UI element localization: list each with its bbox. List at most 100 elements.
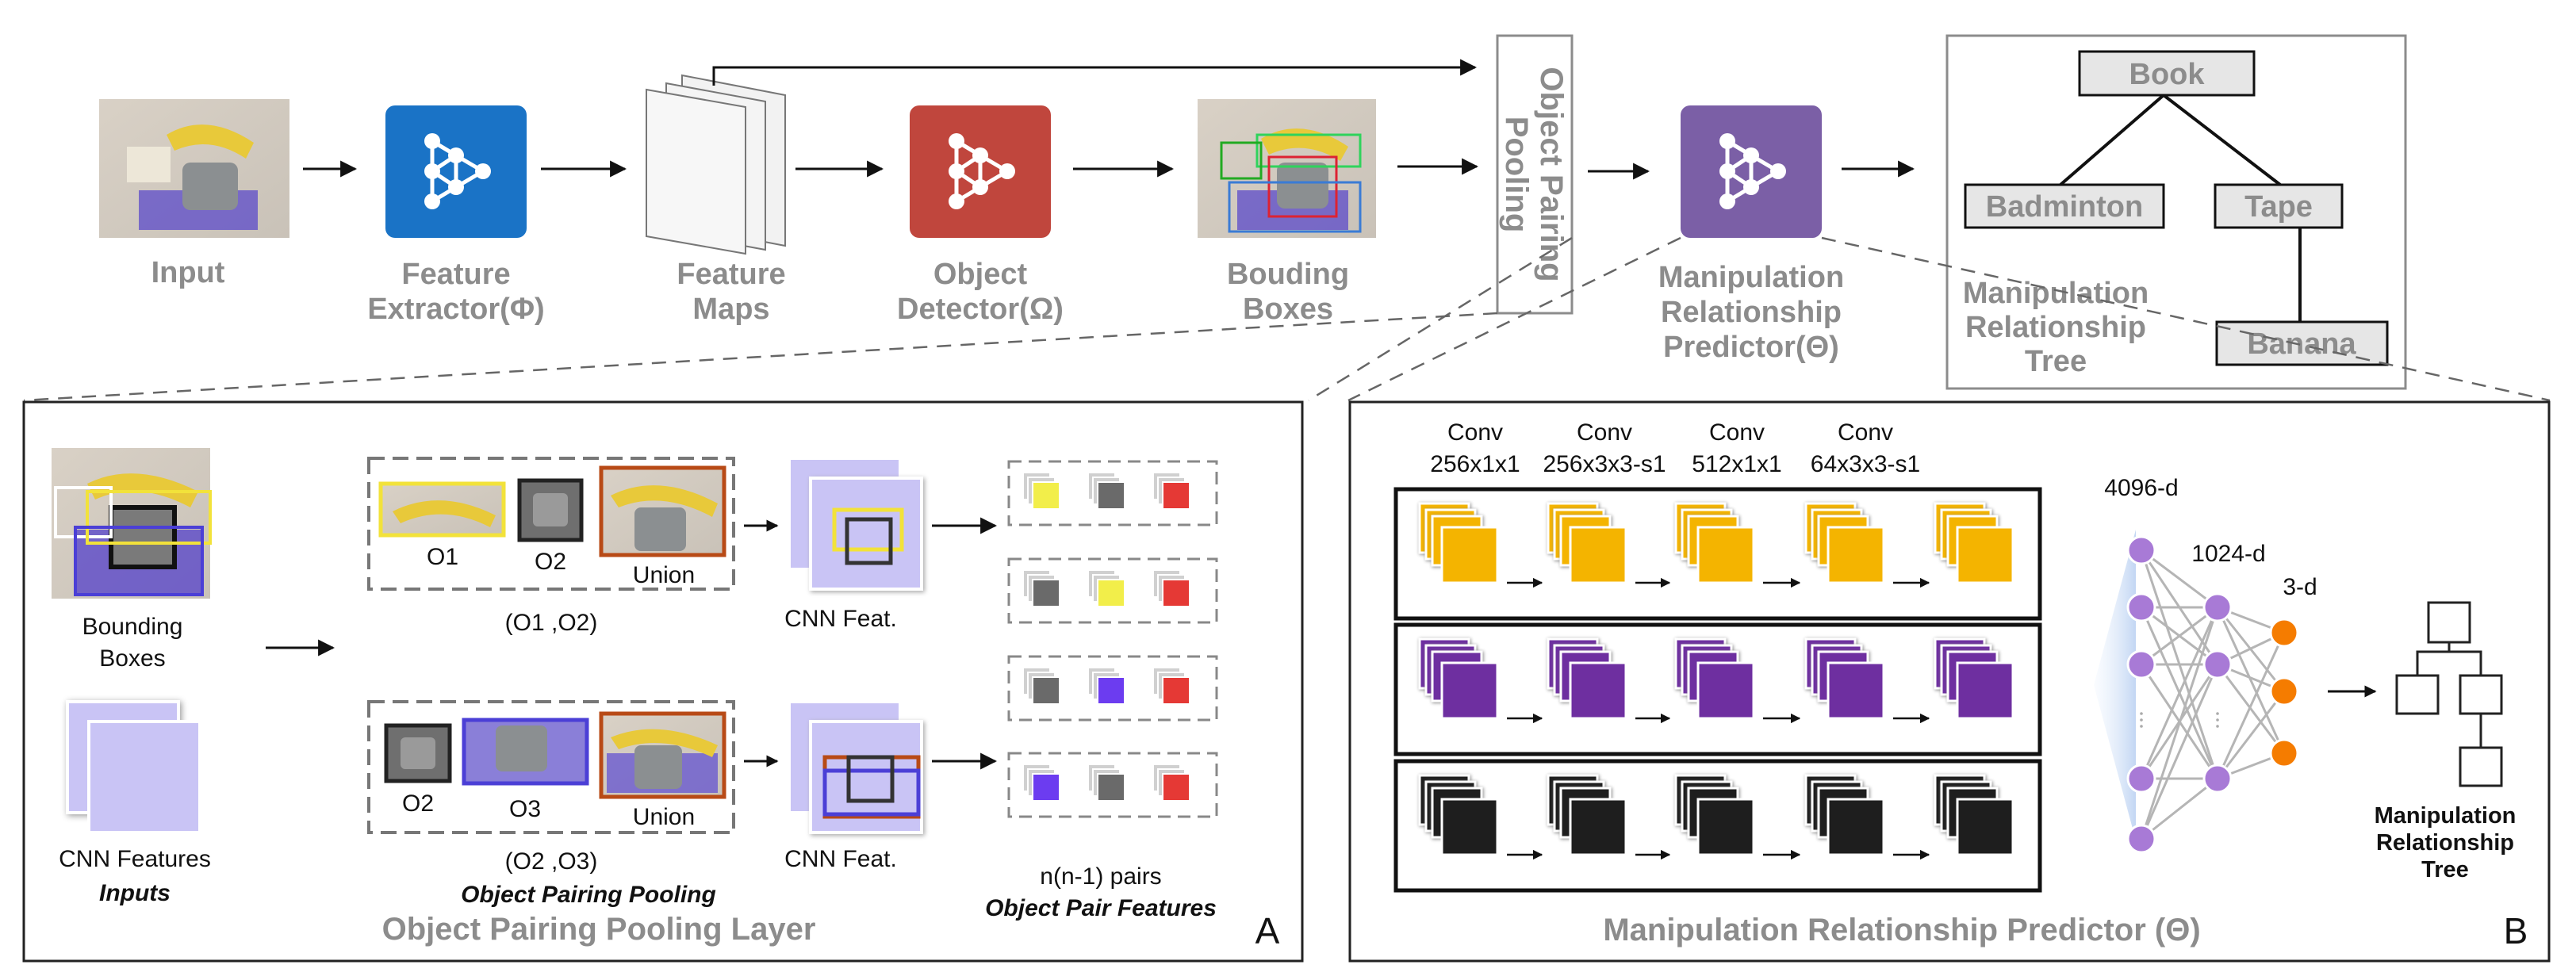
conv-block <box>1804 637 1885 720</box>
panel-a: Bounding Boxes CNN Features Inputs O1 O2 <box>22 400 1304 963</box>
feature-extractor-block <box>385 105 527 238</box>
feature-maps-label-1: Feature <box>677 258 785 291</box>
panel-a-cnn-features-stack <box>66 700 201 834</box>
fc-edge <box>2141 606 2218 666</box>
feature-maps-stack <box>646 74 786 255</box>
pair-feature-stack <box>1087 667 1125 705</box>
pair1-o1-crop <box>378 481 506 538</box>
conv-block <box>1418 502 1499 584</box>
pair1-union-crop <box>599 465 726 557</box>
pair1-caption: (O1 ,O2) <box>505 610 598 636</box>
object-pairing-pooling-label-2: Pooling <box>1499 117 1534 233</box>
fc-edge <box>2140 607 2219 840</box>
object-pair-features <box>1007 460 1218 818</box>
pair-feature-stack <box>1087 764 1125 802</box>
conv-block <box>1674 774 1755 856</box>
panel-a-inputs-label: Inputs <box>99 880 171 906</box>
fc-label-4096: 4096-d <box>2104 475 2178 501</box>
tree-node-badminton-label: Badminton <box>1986 190 2143 224</box>
fc-ellipsis-dot <box>2216 718 2219 722</box>
pair-feature-stack <box>1087 472 1125 510</box>
output-tree-label-1: Manipulation <box>2375 803 2517 829</box>
conv-block <box>1418 774 1499 856</box>
pair-feature-stack <box>1022 667 1060 705</box>
relationship-predictor-block <box>1681 105 1822 238</box>
fc-node <box>2202 764 2233 794</box>
predictor-label-2: Relationship <box>1661 296 1842 329</box>
conv-header-4-size: 64x3x3-s1 <box>1811 451 1920 477</box>
fc-edge <box>2216 691 2286 779</box>
fc-output-node <box>2269 738 2299 768</box>
feature-maps-label-2: Maps <box>692 293 769 326</box>
conv-header-1-size: 256x1x1 <box>1430 451 1520 477</box>
tree-node-banana <box>2215 320 2389 366</box>
output-tree-label-3: Tree <box>2421 857 2469 882</box>
tree-edge <box>2162 94 2282 186</box>
cnn-feat-2-label: CNN Feat. <box>784 846 897 872</box>
fc-label-1024: 1024-d <box>2191 541 2265 567</box>
fc-node <box>2202 592 2233 622</box>
panel-b: Conv 256x1x1 Conv 256x3x3-s1 Conv 512x1x… <box>1348 400 2551 963</box>
tree-node-tape <box>2214 183 2344 229</box>
cnn-feat-1-label: CNN Feat. <box>784 606 897 632</box>
conv-block <box>1418 637 1499 720</box>
top-pipeline: Input Feature Extractor(Φ) Feature Maps … <box>99 34 2407 390</box>
fc-edge <box>2141 549 2218 609</box>
tree-panel-label-3: Tree <box>2025 345 2087 378</box>
conv-block <box>1547 774 1627 856</box>
tree-node-badminton <box>1964 183 2165 229</box>
tree-panel-label-2: Relationship <box>1965 311 2146 344</box>
fc-edge <box>2141 777 2218 840</box>
object-detector-label-2: Detector(Ω) <box>897 293 1064 326</box>
conv-block <box>1674 637 1755 720</box>
fc-node <box>2126 824 2156 854</box>
input-label: Input <box>151 256 225 289</box>
feature-extractor-label-1: Feature <box>401 258 510 291</box>
conv-block <box>1934 774 2014 856</box>
panel-a-cnn-features-label: CNN Features <box>59 846 211 872</box>
input-image <box>99 99 289 238</box>
conv-header-3-title: Conv <box>1709 419 1765 446</box>
pair-feature-stack <box>1152 667 1190 705</box>
panel-a-title: Object Pairing Pooling Layer <box>382 912 816 947</box>
conv-header-4-title: Conv <box>1838 419 1893 446</box>
fc-label-3: 3-d <box>2283 574 2317 600</box>
fc-output-node <box>2269 676 2299 706</box>
fc-edge <box>2216 632 2286 779</box>
feature-extractor-label-2: Extractor(Φ) <box>367 293 544 326</box>
pair-feature-row <box>1007 655 1218 722</box>
pair2-o2-label: O2 <box>402 791 434 817</box>
fc-ellipsis-dot <box>2140 718 2143 722</box>
fc-ellipsis-dot <box>2140 712 2143 715</box>
conv-row-yellow <box>1393 487 2042 621</box>
fc-network <box>2126 535 2299 854</box>
pair-feature-row <box>1007 557 1218 624</box>
fc-node <box>2126 535 2156 565</box>
pair2-o3-label: O3 <box>509 796 541 822</box>
fc-edge <box>2140 664 2219 840</box>
predictor-label-3: Predictor(Θ) <box>1663 331 1839 364</box>
tree-edge <box>2059 94 2165 186</box>
object-pairing-pooling-label-1: Object Pairing <box>1534 67 1569 281</box>
fc-fan-shape <box>2094 530 2136 840</box>
pair1-union-label: Union <box>633 562 695 588</box>
conv-headers: Conv 256x1x1 Conv 256x3x3-s1 Conv 512x1x… <box>1430 419 1920 477</box>
pair1-o2-label: O2 <box>535 549 566 575</box>
panel-a-letter: A <box>1255 910 1280 951</box>
fc-node <box>2126 592 2156 622</box>
fc-node <box>2126 649 2156 679</box>
fc-node <box>2202 649 2233 679</box>
pair-feature-stack <box>1087 569 1125 607</box>
pair-feature-row <box>1007 752 1218 818</box>
pair1-dashed-box <box>367 457 735 591</box>
object-pairing-pooling-box <box>1496 34 1574 315</box>
conv-header-2-title: Conv <box>1577 419 1632 446</box>
conv-header-1-title: Conv <box>1447 419 1503 446</box>
tree-panel-label-1: Manipulation <box>1963 277 2149 310</box>
bounding-boxes-label-1: Bouding <box>1227 258 1349 291</box>
object-detector-block <box>910 105 1051 238</box>
tree-node-banana-label: Banana <box>2247 327 2356 361</box>
conv-header-3-size: 512x1x1 <box>1692 451 1781 477</box>
output-tree-label-2: Relationship <box>2376 830 2514 856</box>
